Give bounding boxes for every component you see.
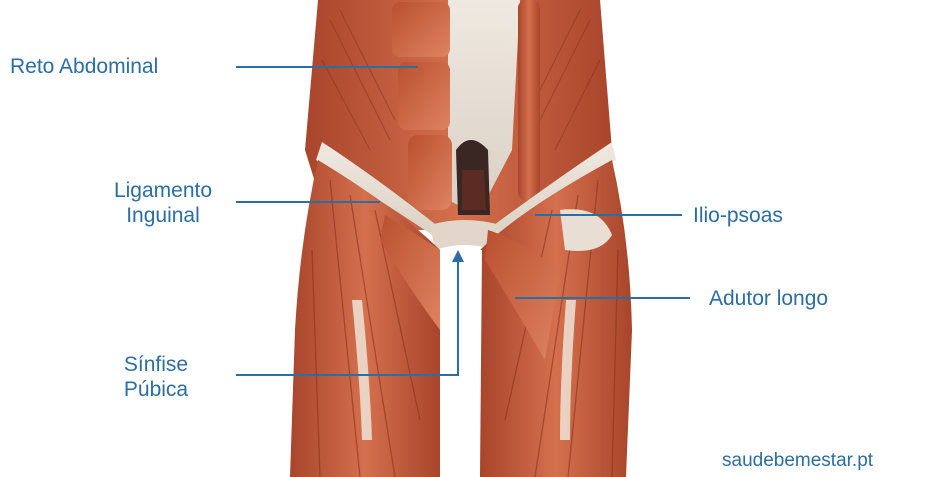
label-sinfise-pubica: Sínfise Púbica [96,352,216,402]
inner-leg-gap [442,248,482,477]
label-ligamento-line2: Inguinal [88,203,238,228]
label-ilio-psoas: Ilio-psoas [693,203,783,228]
label-ligamento-inguinal: Ligamento Inguinal [88,178,238,228]
label-sinfise-line2: Púbica [96,377,216,402]
label-sinfise-line1: Sínfise [96,352,216,377]
label-reto-abdominal: Reto Abdominal [10,54,158,79]
watermark-text: saudebemestar.pt [722,450,873,472]
label-ligamento-line1: Ligamento [88,178,238,203]
label-adutor-longo: Adutor longo [709,286,828,311]
